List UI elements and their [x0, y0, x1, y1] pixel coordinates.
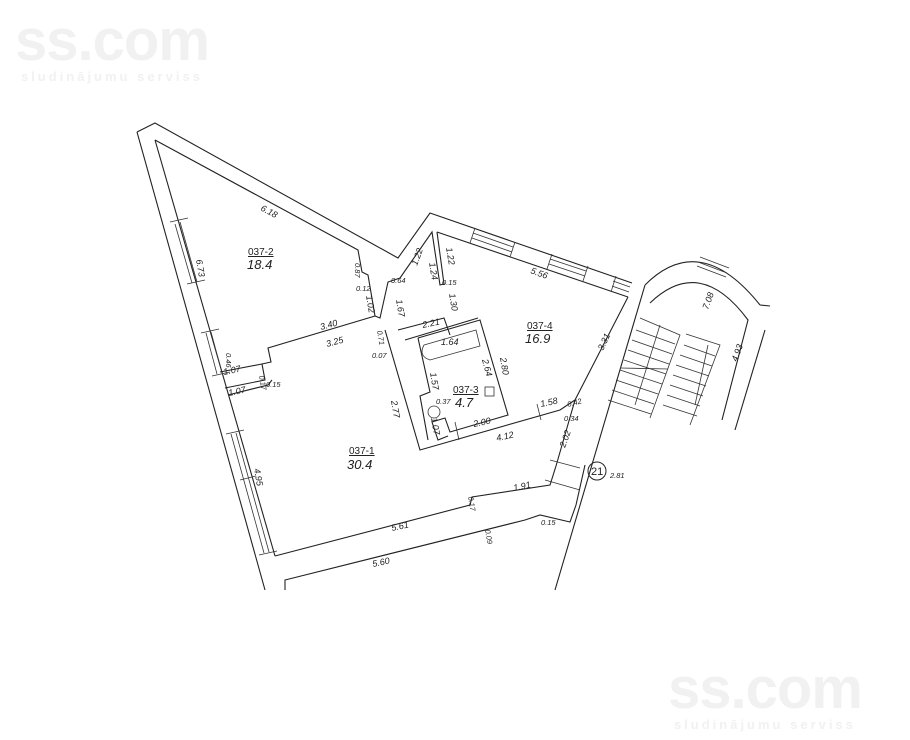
dimension-label: 5.56	[529, 265, 549, 280]
dimension-label: 1.07	[429, 417, 442, 437]
dimension-label: 1.07	[222, 363, 242, 377]
dimension-label: 5.61	[390, 520, 409, 533]
dimension-label: 0.17	[257, 375, 269, 392]
dimension-label: 2.80	[498, 356, 511, 376]
dimension-label: 0.15	[541, 518, 556, 527]
dimension-label: 0.15	[266, 380, 281, 389]
room-area: 4.7	[455, 395, 474, 410]
room-id: 037-2	[248, 247, 274, 258]
room-id: 037-1	[349, 446, 375, 457]
dimension-label: 1.22	[444, 247, 457, 266]
dimension-label: 1.02	[364, 295, 377, 314]
walls	[136, 122, 771, 591]
dimension-label: 1.64	[441, 337, 459, 347]
dimension-label: 0.09	[483, 529, 495, 546]
room-037-2: 037-2 18.4	[247, 247, 274, 272]
dimension-label: 4.93	[729, 343, 744, 363]
dimension-label: 0.34	[564, 414, 579, 423]
stair-marker: 21 2.81	[587, 461, 625, 481]
watermark-tagline: sludinājumu serviss	[673, 717, 856, 732]
dimension-label: 2.77	[389, 399, 402, 420]
dimension-label: 0.87	[353, 263, 362, 278]
dimension-label: 3.40	[319, 318, 339, 332]
dimension-label: 0.37	[436, 397, 451, 406]
dimension-label: 2.00	[471, 416, 491, 430]
dimension-label: 1.91	[512, 480, 531, 493]
dimension-label: 5.60	[371, 556, 390, 569]
dimension-label: 7.08	[700, 291, 715, 311]
watermark-brand: ss.com	[15, 8, 210, 73]
dimension-label: 0.71	[375, 330, 386, 346]
stair-value: 2.81	[609, 471, 625, 480]
dimension-label: 0.42	[566, 396, 583, 409]
dimension-label: 3.31	[596, 332, 612, 352]
dimension-label: 0.17	[466, 496, 478, 513]
watermark-top: ss.com sludinājumu serviss	[15, 8, 210, 84]
room-037-4: 037-4 16.9	[525, 321, 553, 346]
dimension-label: 0.46	[224, 353, 233, 368]
room-area: 18.4	[247, 257, 272, 272]
dimension-label: 0.12	[356, 284, 371, 293]
dimension-label: 1.24	[427, 262, 440, 281]
dimension-label: 0.15	[442, 278, 457, 287]
dimension-label: 1.30	[447, 293, 460, 312]
dimension-label: 6.73	[194, 259, 207, 278]
stairs	[607, 317, 721, 426]
dimension-label: 1.07	[227, 384, 247, 398]
dimension-label: 0.07	[372, 351, 387, 360]
watermark-tagline: sludinājumu serviss	[20, 69, 203, 84]
dimension-label: 3.25	[325, 334, 345, 348]
room-id: 037-3	[453, 385, 479, 396]
room-area: 30.4	[347, 457, 372, 472]
room-id: 037-4	[527, 321, 553, 332]
dimension-label: 4.95	[252, 468, 265, 488]
dimension-label: 2.64	[480, 357, 494, 377]
room-area: 16.9	[525, 331, 550, 346]
room-037-3: 037-3 4.7	[453, 385, 479, 410]
dimension-label: 4.12	[495, 430, 514, 443]
dimension-label: 1.57	[428, 372, 441, 392]
stair-number: 21	[591, 466, 603, 478]
dimension-label: 1.67	[394, 299, 407, 319]
dimension-label: 2.02	[557, 429, 573, 450]
watermark-brand: ss.com	[668, 656, 863, 721]
dimension-label: 0.64	[391, 276, 406, 285]
watermark-bottom: ss.com sludinājumu serviss	[668, 656, 863, 732]
dimension-label: 1.58	[539, 396, 558, 409]
dimension-label: 2.21	[420, 317, 440, 331]
dimension-label: 1.22	[409, 247, 424, 267]
room-037-1: 037-1 30.4	[347, 446, 375, 472]
